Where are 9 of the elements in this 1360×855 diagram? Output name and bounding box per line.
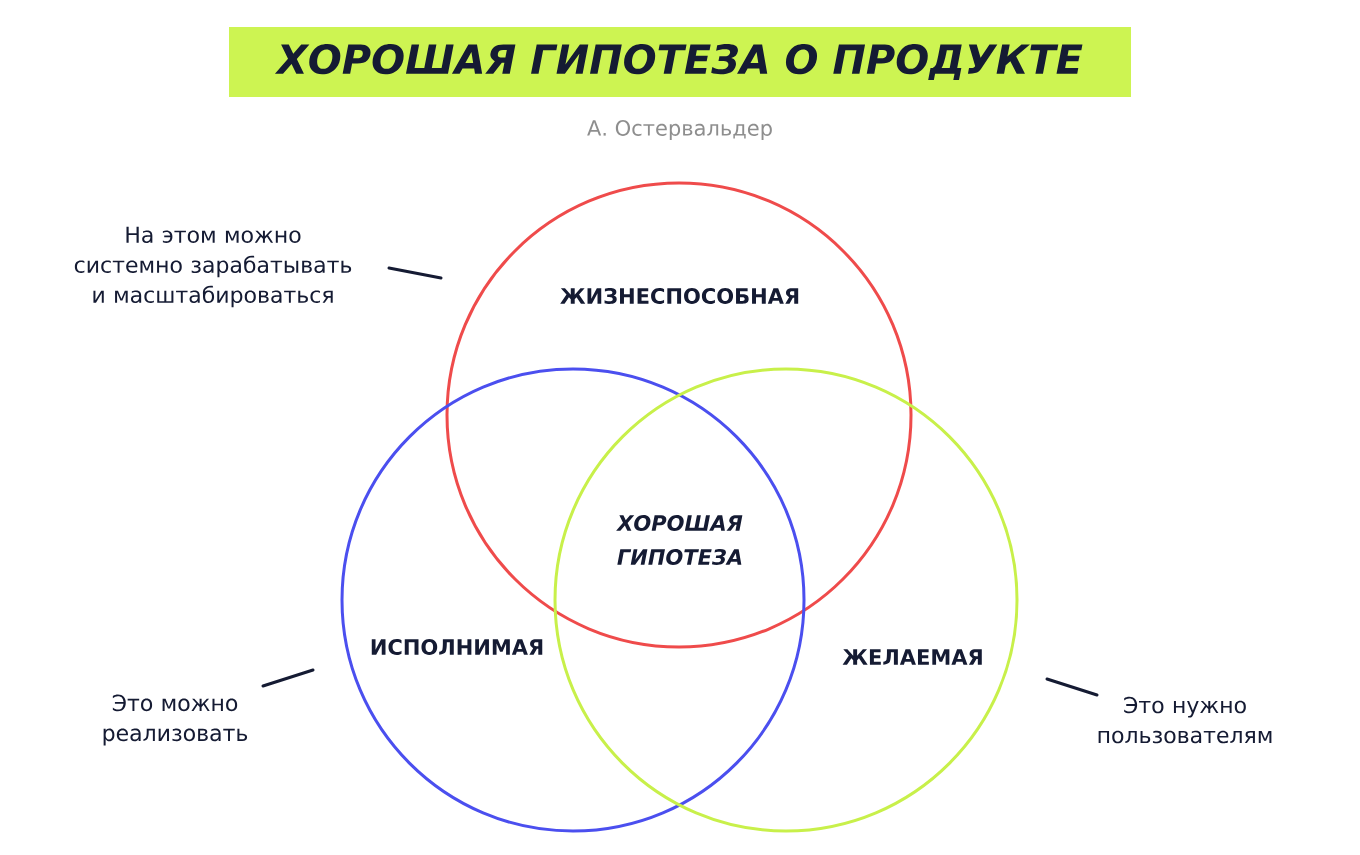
author-name: А. Остервальдер: [587, 120, 772, 140]
intersection-label: ХОРОШАЯ ГИПОТЕЗА: [616, 515, 743, 565]
annotation-text: Это можно реализовать: [103, 694, 248, 746]
leader-line: [387, 266, 443, 280]
title-banner: ХОРОШАЯ ГИПОТЕЗА О ПРОДУКТЕ: [229, 27, 1131, 97]
annotation-text: Это нужно пользователям: [1098, 696, 1272, 744]
leader-line: [1045, 677, 1099, 697]
leader-line: [261, 668, 315, 688]
annotation-text: На этом можно системно зарабатывать и масштабироваться: [74, 226, 352, 308]
